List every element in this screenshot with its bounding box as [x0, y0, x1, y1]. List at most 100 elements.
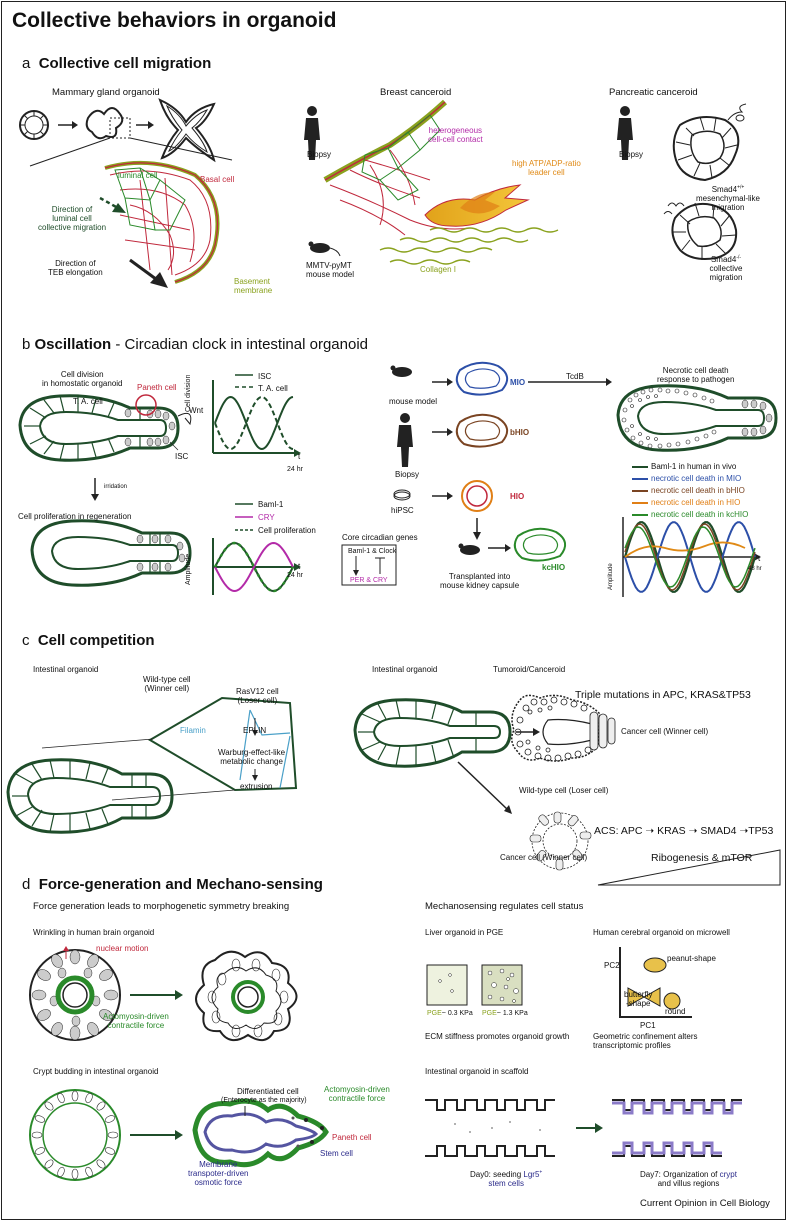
- plot2-t: t: [298, 562, 301, 571]
- hetero-contact-label: heterogeneous cell-cell contact: [428, 126, 483, 145]
- plot1-xarrow: [294, 449, 301, 457]
- plot-cell-division: [212, 374, 301, 457]
- membrane-label: Membrane transpoter-driven osmotic force: [188, 1160, 249, 1188]
- mio-label: MIO: [510, 378, 526, 387]
- isc-label: ISC: [175, 452, 189, 461]
- cell-division-title: Cell division in homostatic organoid: [42, 370, 123, 389]
- mouse-icon: [308, 241, 341, 257]
- breast-diagram: [304, 99, 559, 265]
- mammary-diagram: [19, 98, 233, 288]
- direction-luminal-label: Direction of luminal cell collective mig…: [38, 205, 107, 233]
- nuclear-motion-label: nuclear motion: [96, 944, 149, 953]
- per-cry-label: PER & CRY: [350, 577, 388, 584]
- direction-teb-label: Direction of TEB elongation: [48, 259, 103, 278]
- triple-mutation-label: Triple mutations in APC, KRAS&TP53: [575, 689, 751, 701]
- pancreatic-title: Pancreatic canceroid: [609, 87, 698, 98]
- scaffold-diagram: [425, 1099, 742, 1157]
- stem-cell-label: Stem cell: [320, 1149, 353, 1158]
- breast-title: Breast canceroid: [380, 87, 452, 98]
- extrusion-label: extrusion: [240, 782, 273, 791]
- warburg-label: Warburg-effect-like metabolic change: [218, 748, 286, 767]
- legend2-cry: CRY: [258, 513, 275, 522]
- wnt-label: Wnt: [189, 406, 204, 415]
- plot3-t: t: [758, 554, 761, 563]
- eplin-label: EPLIN: [243, 726, 267, 735]
- legend3-item-2: necrotic cell death in bHIO: [632, 486, 745, 495]
- plot-necrotic: [622, 517, 761, 597]
- series-ta-cell: [214, 395, 294, 451]
- hio-pipeline: [341, 361, 778, 586]
- hipsc-label: hiPSC: [391, 506, 414, 515]
- intestinal-right-label: Intestinal organoid: [372, 665, 438, 674]
- legend3-item-1: necrotic cell death in MIO: [632, 474, 741, 483]
- competition-left: [6, 696, 298, 834]
- round-label: round: [665, 1007, 686, 1016]
- footer-label: Current Opinion in Cell Biology: [640, 1198, 770, 1209]
- mmtv-label: MMTV-pyMT mouse model: [306, 261, 355, 280]
- pge-high-label: PGE~ 1.3 KPa: [482, 1010, 528, 1017]
- butterfly-label: butterfly -shape: [624, 990, 653, 1009]
- irridation-label: irridation: [104, 484, 128, 490]
- collagen-label: Collagen I: [420, 265, 457, 274]
- leader-cell-label: high ATP/ADP-ratio leader cell: [512, 159, 581, 178]
- plot2-xarrow: [294, 563, 301, 571]
- section-b-heading: b Oscillation - Circadian clock in intes…: [22, 336, 368, 353]
- series-bhio: [624, 523, 756, 591]
- series-cell-proliferation: [213, 541, 295, 593]
- pge-low-label: PGE~ 0.3 KPa: [427, 1010, 473, 1017]
- basement-membrane-label: Basement membrane: [234, 277, 273, 296]
- wt-loser-label: Wild-type cell (Loser cell): [519, 786, 609, 795]
- paneth-cell-label: Paneth cell: [137, 383, 177, 392]
- competition-right: [353, 694, 781, 886]
- mouse-icon-b: [390, 365, 412, 377]
- figure-title: Collective behaviors in organoid: [12, 9, 337, 32]
- baml-clock-label: Baml-1 & Clock: [348, 548, 397, 555]
- transplanted-label: Transplanted into mouse kidney capsule: [440, 572, 520, 591]
- smad4-minus-label: Smad4-/-collective migration: [709, 254, 743, 283]
- filamin-label: Filamin: [180, 726, 206, 735]
- cancer-winner-2-label: Cancer cell (Winner cell): [500, 853, 588, 862]
- tcdb-label: TcdB: [566, 372, 584, 381]
- mouse-model-label: mouse model: [389, 397, 438, 406]
- enterocyte-label: (Enterocyte as the majority): [221, 1097, 307, 1104]
- cerebral-label: Human cerebral organoid on microwell: [593, 928, 730, 937]
- pc1-label: PC1: [640, 1021, 656, 1030]
- hio-label: HIO: [510, 492, 525, 501]
- necrotic-title: Necrotic cell death response to pathogen: [657, 366, 735, 385]
- core-genes-label: Core circadian genes: [342, 533, 418, 542]
- tumoroid-label: Tumoroid/Canceroid: [493, 665, 566, 674]
- series-isc: [214, 395, 294, 451]
- plot-amplitude: [212, 503, 301, 595]
- legend1-ta: T. A. cell: [258, 384, 288, 393]
- liver-label: Liver organoid in PGE: [425, 928, 504, 937]
- crypt-budding-diagram: [29, 1089, 329, 1181]
- peanut-label: peanut-shape: [667, 954, 716, 963]
- bhio-label: bHIO: [510, 428, 530, 437]
- basal-cell-label: Basal cell: [200, 175, 235, 184]
- series-cry: [214, 541, 294, 593]
- section-a-heading: a Collective cell migration: [22, 55, 212, 72]
- pancreatic-biopsy-label: Biopsy: [619, 150, 644, 159]
- regeneration-label: Cell proliferation in regeneration: [18, 512, 132, 521]
- section-d-heading: d Force-generation and Mechano-sensing: [22, 876, 323, 893]
- wrinkling-label: Wrinkling in human brain organoid: [33, 928, 155, 937]
- plot1-24hr: 24 hr: [287, 466, 303, 473]
- pc2-label: PC2: [604, 961, 620, 970]
- legend3-item-0: Baml-1 in human in vivo: [632, 462, 736, 471]
- series-mio: [624, 521, 756, 593]
- crypt-budding-label: Crypt budding in intestinal organoid: [33, 1067, 159, 1076]
- actomyosin-1-label: Actomyosin-driven contractile force: [103, 1012, 169, 1031]
- plot3-xarrow: [754, 553, 761, 561]
- acs-arrow-2: ➝: [688, 825, 698, 837]
- series-hio: [624, 541, 746, 558]
- legend3-item-3: necrotic cell death in HIO: [632, 498, 740, 507]
- liver-pge-diagram: [426, 964, 523, 1006]
- wild-type-winner-label: Wild-type cell (Winner cell): [143, 675, 191, 694]
- person-icon-b: [397, 413, 413, 467]
- breast-biopsy-label: Biopsy: [307, 150, 332, 159]
- brain-organoid-diagram: [29, 946, 298, 1042]
- kchio-label: kcHIO: [542, 563, 566, 572]
- person-icon: [304, 106, 320, 160]
